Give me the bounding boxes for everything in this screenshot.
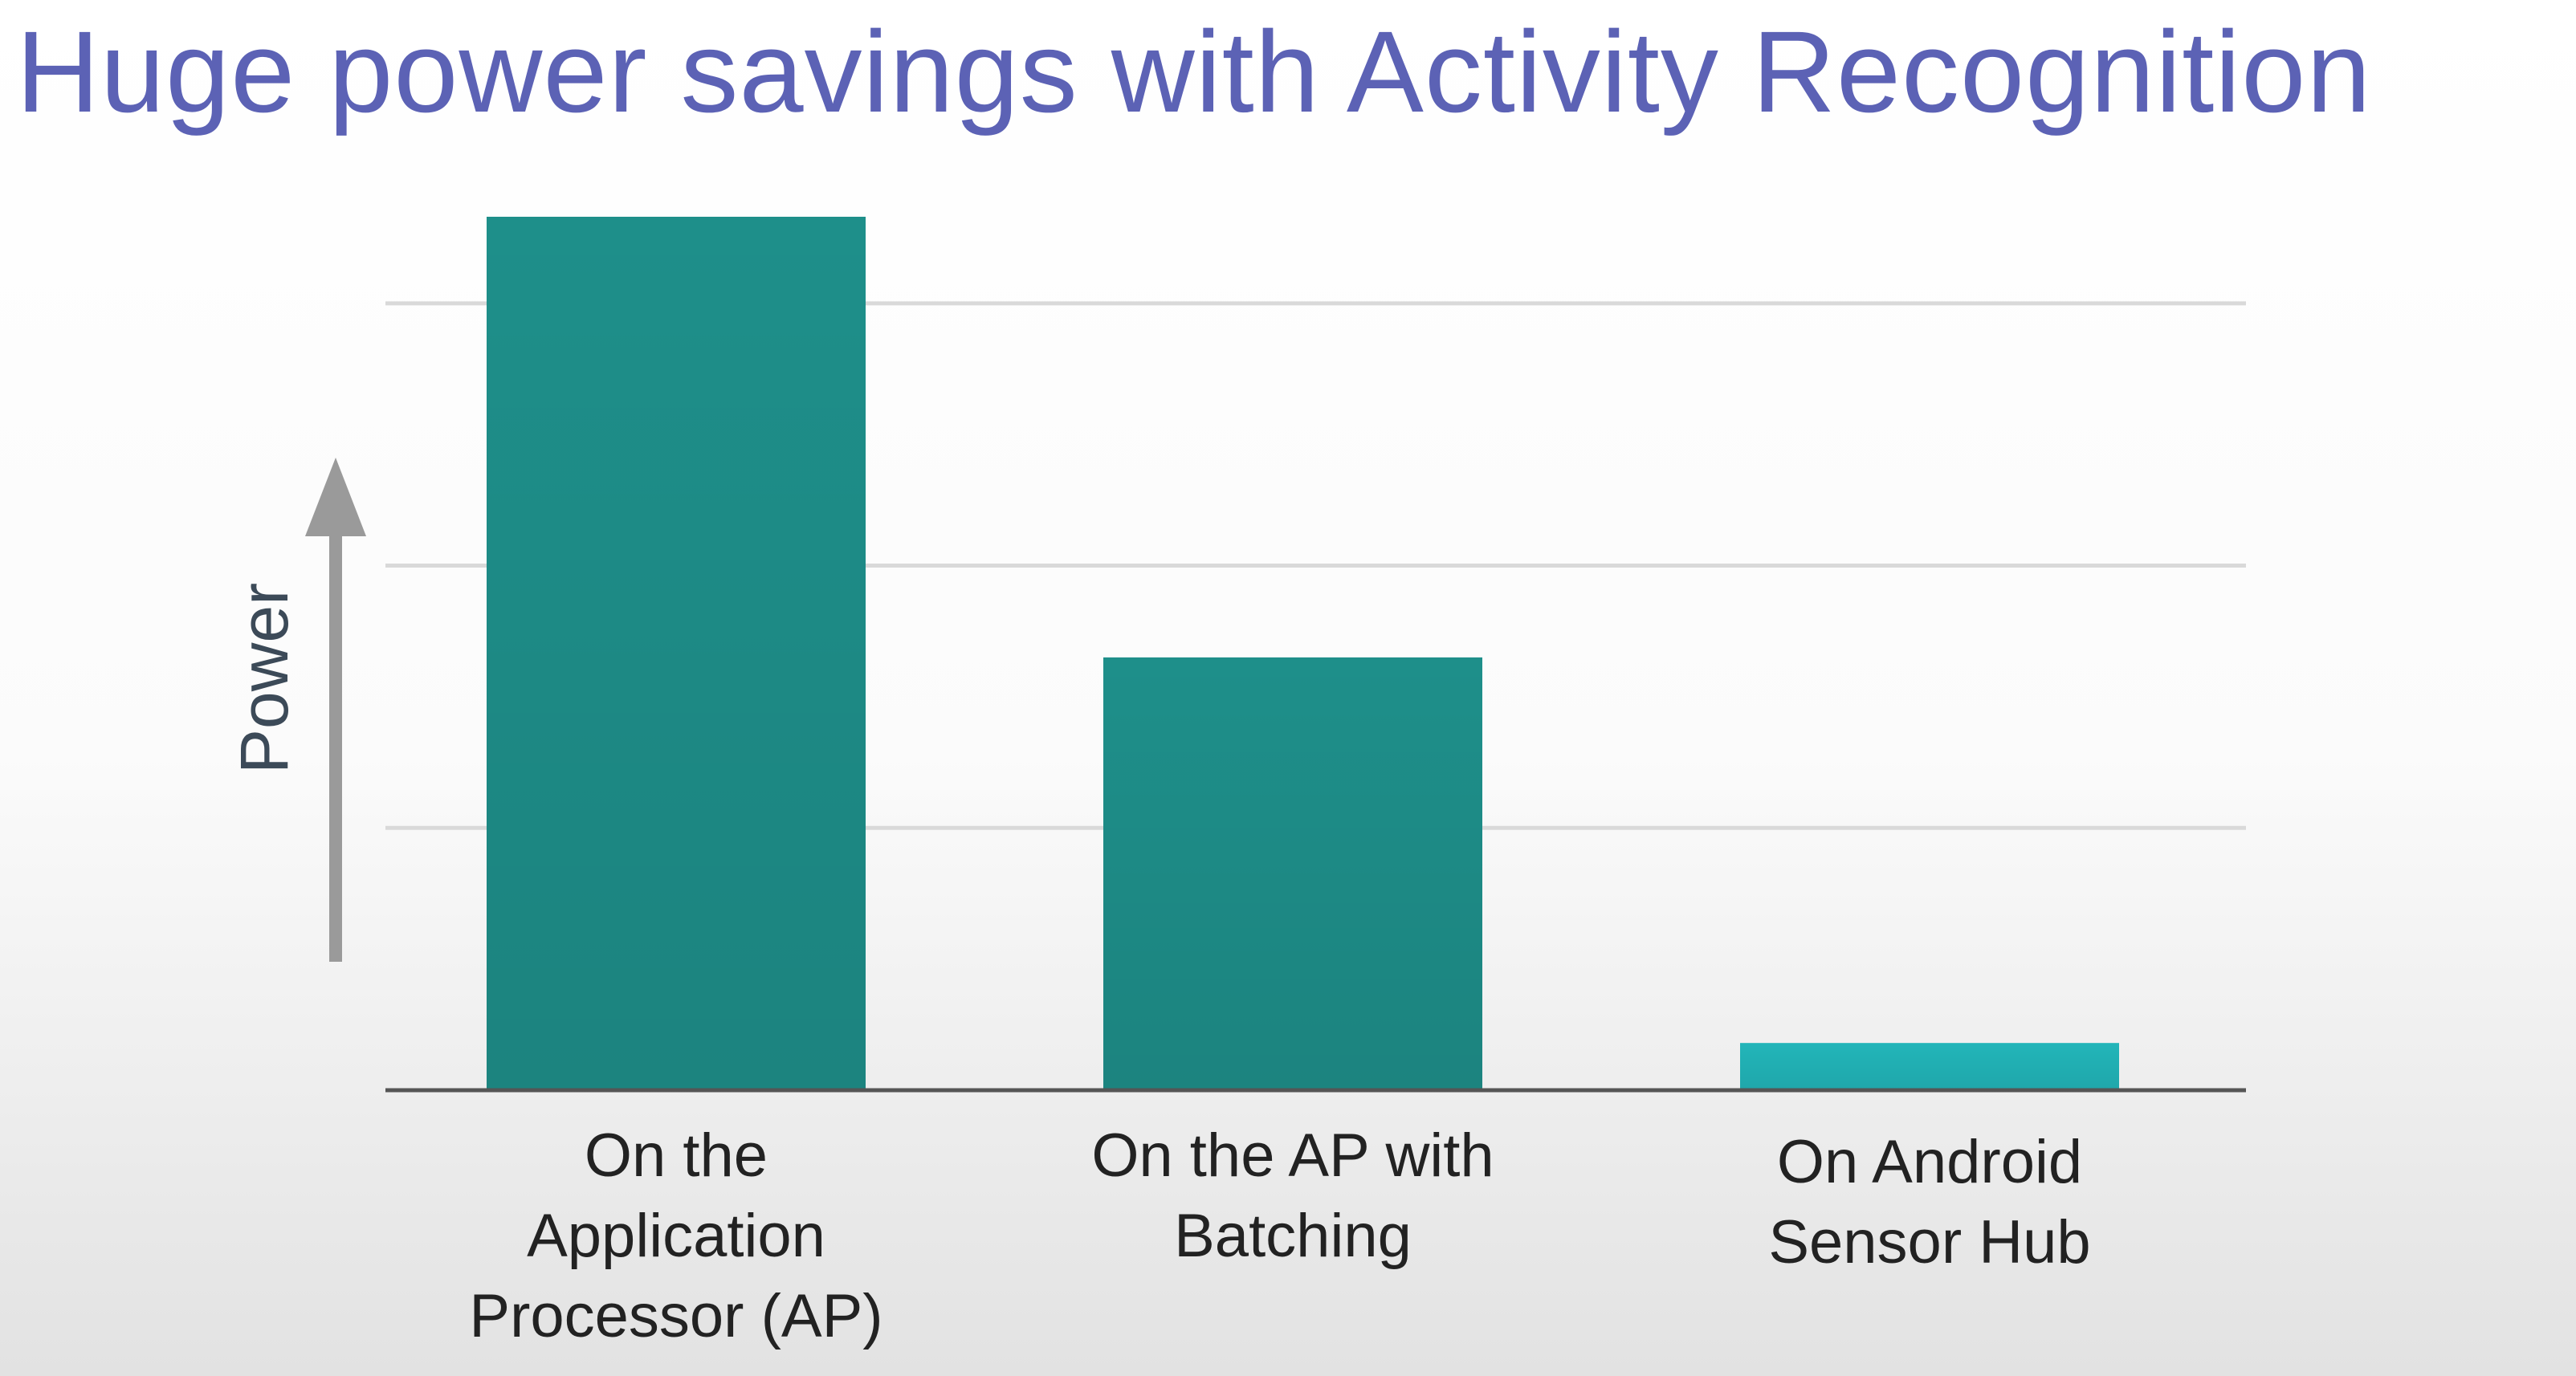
y-axis-arrow xyxy=(305,458,366,962)
bar-shade-3 xyxy=(1740,1043,2119,1090)
bars xyxy=(487,217,2119,1090)
x-tick-label-1-line-2: Application xyxy=(527,1202,825,1270)
x-tick-label-3-line-1: On Android xyxy=(1777,1128,2082,1196)
x-tick-label-1-line-3: Processor (AP) xyxy=(469,1282,882,1350)
bar-shade-2 xyxy=(1103,657,1482,1090)
y-axis-label: Power xyxy=(226,583,302,774)
slide-title: Huge power savings with Activity Recogni… xyxy=(16,7,2372,136)
x-tick-label-2-line-1: On the AP with xyxy=(1091,1122,1494,1190)
x-tick-label-1-line-1: On the xyxy=(585,1122,768,1190)
bar-shade-1 xyxy=(487,217,866,1090)
x-tick-label-3-line-2: Sensor Hub xyxy=(1768,1208,2090,1276)
x-tick-label-2-line-2: Batching xyxy=(1174,1202,1412,1270)
